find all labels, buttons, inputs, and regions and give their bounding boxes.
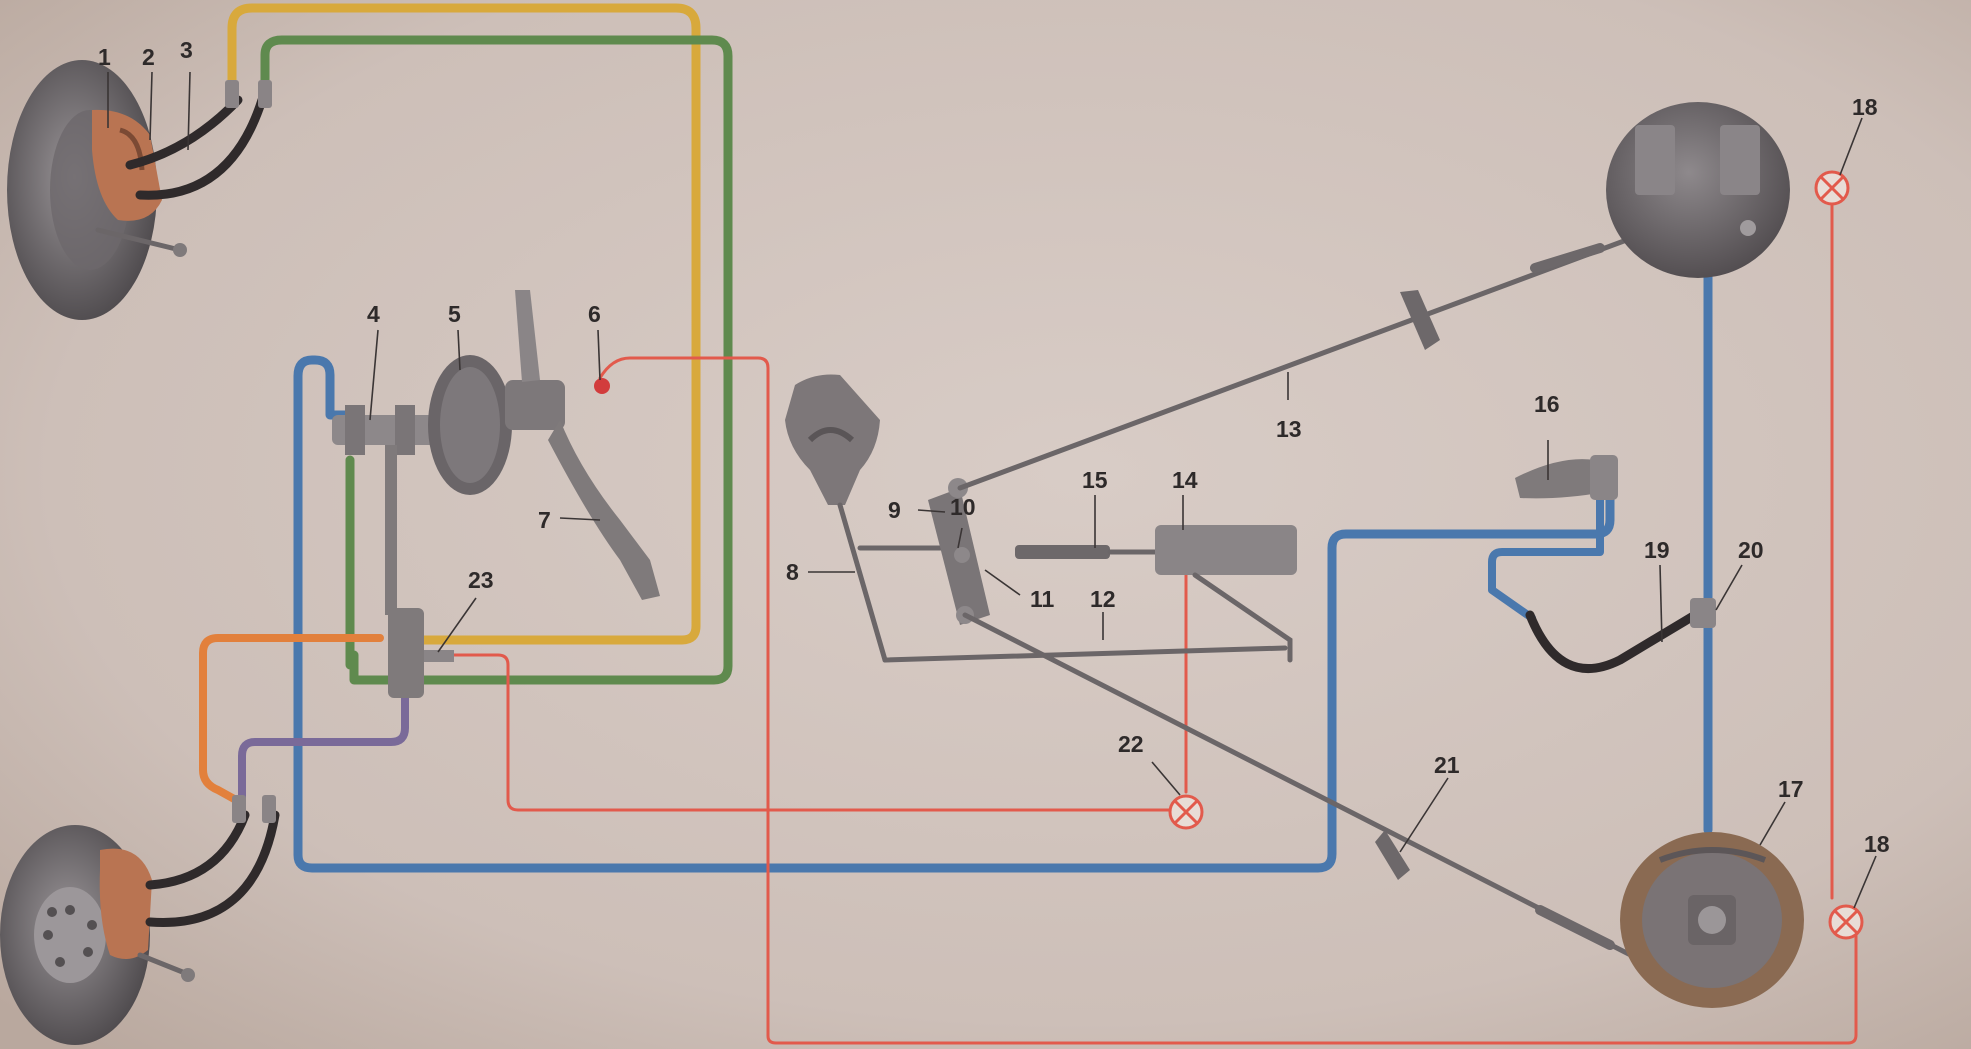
blue-rear-pipe — [1488, 496, 1604, 622]
rear-brake-hose — [1525, 598, 1716, 673]
brake-light-switch — [594, 378, 610, 394]
spring — [1015, 545, 1110, 559]
callout-6: 6 — [588, 301, 601, 327]
parking-brake-bracket — [1155, 525, 1297, 575]
callout-17: 17 — [1778, 776, 1804, 802]
rear-drum-brake-top — [1606, 102, 1790, 278]
callout-23: 23 — [468, 567, 494, 593]
rear-pressure-regulator — [1515, 455, 1618, 500]
brake-pedal — [548, 420, 660, 600]
brake-lines — [199, 3, 1858, 1045]
callout-21: 21 — [1434, 752, 1460, 778]
pressure-regulator — [388, 608, 454, 698]
callout-10: 10 — [950, 494, 976, 520]
parking-brake-handle — [785, 374, 880, 505]
callout-9: 9 — [888, 497, 901, 523]
callout-19: 19 — [1644, 537, 1670, 563]
callout-5: 5 — [448, 301, 461, 327]
parking-cable-13 — [957, 232, 1643, 491]
callout-2: 2 — [142, 44, 155, 70]
callout-11: 11 — [1030, 586, 1055, 612]
red-warning-wire — [598, 356, 1858, 1045]
warning-lamp-18-top — [1814, 170, 1850, 206]
front-disc-brake-bottom — [0, 795, 280, 1045]
front-disc-brake-top — [7, 60, 272, 320]
warning-lamp-22 — [1168, 794, 1204, 830]
callout-8: 8 — [786, 559, 799, 585]
callout-14: 14 — [1172, 467, 1198, 493]
leader-lines — [107, 71, 1877, 909]
green-brake-line — [260, 35, 733, 685]
master-cylinder-assembly — [332, 290, 660, 615]
red-sensor-wire — [443, 653, 1172, 812]
callout-labels: 1 2 3 4 5 6 7 8 9 10 11 12 13 14 15 16 1… — [98, 37, 1890, 857]
callout-12: 12 — [1090, 586, 1116, 612]
callout-1: 1 — [98, 44, 111, 70]
callout-15: 15 — [1082, 467, 1108, 493]
callout-3: 3 — [180, 37, 193, 63]
parking-brake-mechanism — [785, 232, 1663, 973]
purple-brake-line — [238, 656, 409, 804]
callout-18-bottom: 18 — [1864, 831, 1890, 857]
callout-4: 4 — [367, 301, 380, 327]
callout-13: 13 — [1276, 416, 1302, 442]
callout-22: 22 — [1118, 731, 1144, 757]
brake-caliper — [99, 848, 152, 959]
callout-7: 7 — [538, 507, 551, 533]
orange-brake-line — [199, 634, 384, 804]
yellow-brake-line — [227, 3, 701, 645]
callout-20: 20 — [1738, 537, 1764, 563]
callout-16: 16 — [1534, 391, 1560, 417]
rear-drum-brake-bottom — [1620, 832, 1804, 1008]
callout-18-top: 18 — [1852, 94, 1878, 120]
blue-brake-line — [293, 355, 1615, 873]
warning-lamp-18-bottom — [1828, 904, 1864, 940]
